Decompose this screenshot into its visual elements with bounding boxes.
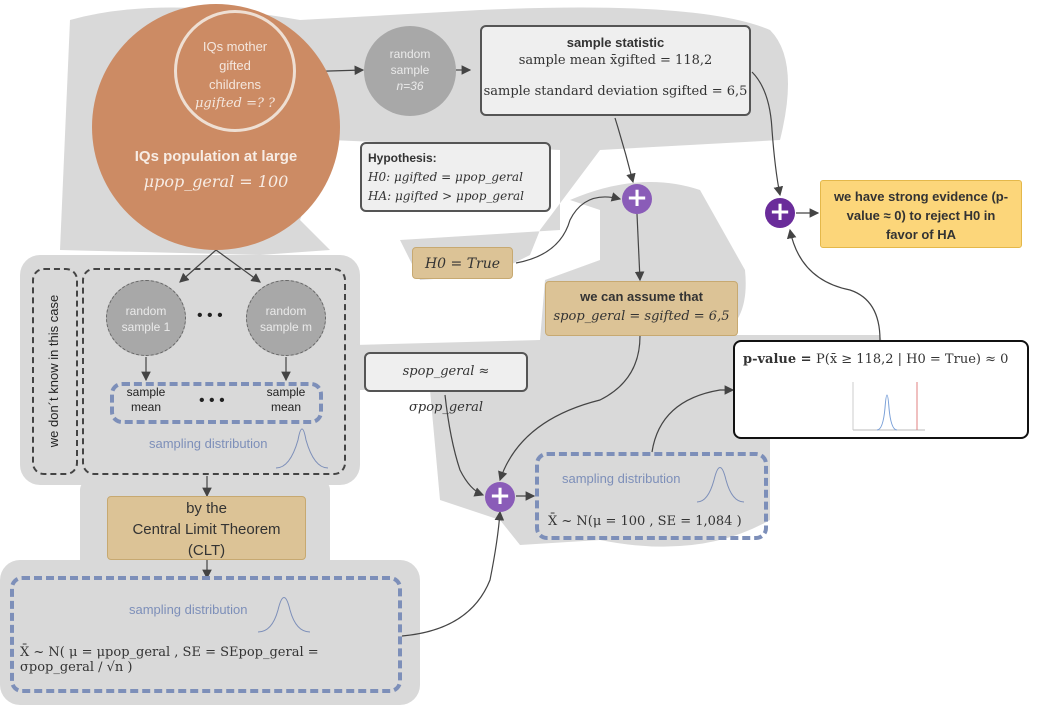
p-value-expression: P(x̄ ≥ 118,2 | H0 = True) ≈ 0 <box>816 352 1009 367</box>
specific-sampling-distribution-box <box>535 452 768 540</box>
sample-statistic-box: sample statistic sample mean x̄gifted = … <box>480 25 751 116</box>
random-sample-top-size: n=36 <box>396 79 424 93</box>
p-value-mini-plot <box>852 382 925 431</box>
combine-plus-icon-bottom: + <box>485 482 515 512</box>
alt-hypothesis: HA: μgifted > μpop_geral <box>368 189 524 203</box>
assume-equation: spop_geral = sgifted = 6,5 <box>553 309 730 324</box>
random-sample-m: random sample m <box>246 280 326 356</box>
gifted-label-line1: IQs mother <box>202 39 268 54</box>
combine-plus-icon-right: + <box>765 198 795 228</box>
unknown-column-box <box>32 268 78 475</box>
bell-curves <box>257 428 745 633</box>
random-sample-1-line1: random <box>125 304 167 318</box>
sampling-distribution-label-2: sampling distribution <box>129 602 248 617</box>
gifted-label-line3: childrens <box>208 77 262 92</box>
sample-statistic-title: sample statistic <box>566 35 665 50</box>
connector-lines <box>141 65 881 637</box>
h0-true-box: H0 = True <box>412 247 513 279</box>
sampling-distribution-label-1: sampling distribution <box>149 436 268 451</box>
clt-line3: (CLT) <box>187 542 226 559</box>
s-approx-sigma-box: spop_geral ≈ σpop_geral <box>364 352 528 415</box>
general-sampling-distribution-box <box>10 576 402 693</box>
population-mean: μpop_geral = 100 <box>143 172 289 191</box>
sample-mean-1-line1: sample <box>126 385 166 399</box>
p-value-box: p-value = P(x̄ ≥ 118,2 | H0 = True) ≈ 0 <box>733 340 1029 439</box>
random-sample-top: random sample n=36 <box>364 26 456 116</box>
sample-mean-m-line1: sample <box>266 385 306 399</box>
sampling-process-box <box>82 268 346 475</box>
sample-mean-line: sample mean x̄gifted = 118,2 <box>518 53 713 68</box>
sample-mean-m-line2: mean <box>270 400 302 414</box>
random-sample-top-line1: random <box>389 47 431 61</box>
unknown-label: we don´t know in this case <box>46 294 61 448</box>
clt-box: by the Central Limit Theorem (CLT) <box>107 496 306 560</box>
general-clt-formula: X̄ ~ N( μ = μpop_geral , SE = SEpop_gera… <box>20 645 319 675</box>
random-sample-top-line2: sample <box>390 63 430 77</box>
gifted-subpopulation-circle: IQs mother gifted childrens μgifted =? ? <box>174 10 296 132</box>
random-sample-m-line1: random <box>265 304 307 318</box>
ellipsis-means: • • • <box>199 392 225 409</box>
p-value-label: p-value = <box>743 352 812 367</box>
combine-plus-icon-top: + <box>622 184 652 214</box>
random-sample-1-line2: sample 1 <box>121 320 171 334</box>
hypothesis-title: Hypothesis: <box>368 151 437 165</box>
hypothesis-box: Hypothesis: H0: μgifted = μpop_geral HA:… <box>360 142 551 212</box>
null-hypothesis: H0: μgifted = μpop_geral <box>368 170 523 184</box>
assume-box: we can assume that spop_geral = sgifted … <box>545 281 738 336</box>
gifted-label-line2: gifted <box>219 58 251 73</box>
sample-mean-m: sample mean <box>256 385 316 415</box>
random-sample-m-line2: sample m <box>259 320 312 334</box>
clt-line2: Central Limit Theorem <box>132 521 281 538</box>
sample-sd-line: sample standard deviation sgifted = 6,5 <box>483 84 748 99</box>
population-title: IQs population at large <box>134 148 298 165</box>
random-sample-1: random sample 1 <box>106 280 186 356</box>
assume-title: we can assume that <box>580 289 703 304</box>
sample-means-box <box>110 382 323 424</box>
specific-clt-formula: X̄ ~ N(μ = 100 , SE = 1,084 ) <box>548 514 742 529</box>
conclusion-box: we have strong evidence (p-value ≈ 0) to… <box>820 180 1022 248</box>
sample-mean-1: sample mean <box>116 385 176 415</box>
sampling-distribution-label-3: sampling distribution <box>562 471 681 486</box>
sample-mean-1-line2: mean <box>130 400 162 414</box>
ellipsis-samples: • • • <box>197 307 223 324</box>
clt-line1: by the <box>186 500 227 517</box>
gifted-mean-unknown: μgifted =? ? <box>194 96 276 111</box>
